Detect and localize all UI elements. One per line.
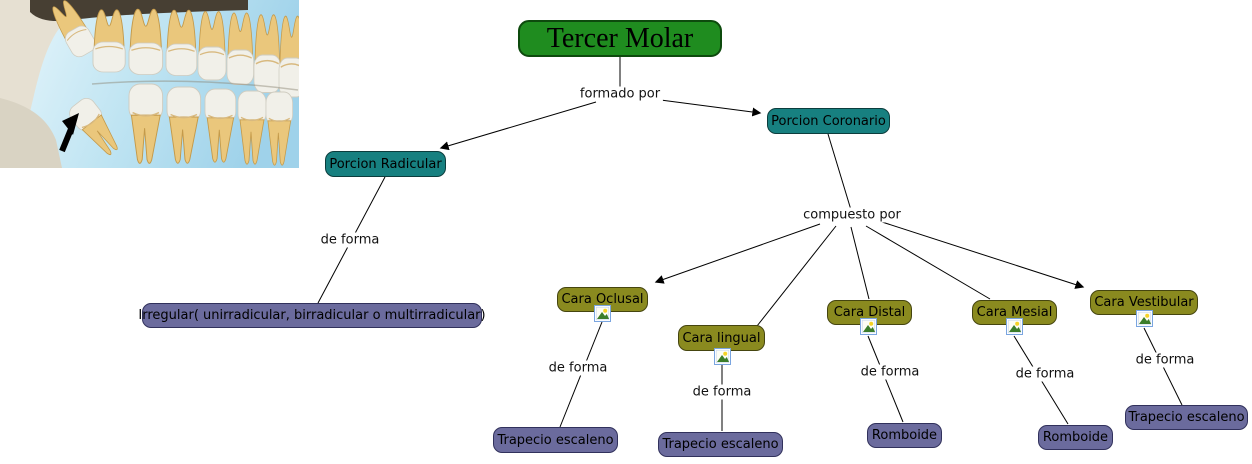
- teeth-photo: [0, 0, 299, 168]
- connector-compuesto-to-lingual: [756, 225, 837, 327]
- connector-compuesto-to-mesial: [865, 225, 991, 300]
- linking-phrase-formado-por: formado por: [576, 86, 664, 102]
- arrow-icon: [59, 113, 79, 153]
- connector-compuesto-to-oclusal: [654, 223, 821, 284]
- linking-phrase-de-forma-mesial: de forma: [1012, 366, 1078, 382]
- linking-phrase-de-forma-radicular: de forma: [317, 232, 383, 248]
- connector-compuesto-to-distal: [850, 226, 870, 300]
- linking-phrase-de-forma-lingual: de forma: [689, 384, 755, 400]
- image-attachment-icon[interactable]: [594, 305, 611, 322]
- node-romboide-mesial[interactable]: Romboide: [1038, 425, 1113, 450]
- image-attachment-icon[interactable]: [860, 318, 877, 335]
- connector-formado-to-coronario: [652, 98, 762, 117]
- node-trapecio-escaleno-lingual[interactable]: Trapecio escaleno: [658, 432, 783, 457]
- node-cara-vestibular[interactable]: Cara Vestibular: [1090, 290, 1198, 315]
- linking-phrase-de-forma-distal: de forma: [857, 364, 923, 380]
- node-romboide-distal[interactable]: Romboide: [867, 423, 942, 448]
- node-trapecio-escaleno-oclusal[interactable]: Trapecio escaleno: [493, 427, 618, 453]
- linking-phrase-de-forma-oclusal: de forma: [545, 360, 611, 376]
- node-porcion-radicular[interactable]: Porcion Radicular: [325, 151, 446, 177]
- linking-phrase-de-forma-vestibular: de forma: [1132, 352, 1198, 368]
- connector-formado-to-radicular: [439, 101, 597, 151]
- connector-coronario-to-compuesto: [827, 133, 852, 211]
- image-attachment-icon[interactable]: [714, 348, 731, 365]
- node-cara-lingual[interactable]: Cara lingual: [678, 325, 765, 351]
- node-irregular[interactable]: Irregular( unirradicular, birradicular o…: [138, 303, 486, 328]
- node-tercer-molar[interactable]: Tercer Molar: [518, 20, 722, 57]
- node-trapecio-escaleno-vestibular[interactable]: Trapecio escaleno: [1125, 405, 1248, 430]
- connector-compuesto-to-vestibular: [881, 221, 1085, 289]
- image-attachment-icon[interactable]: [1006, 318, 1023, 335]
- node-porcion-coronario[interactable]: Porcion Coronario: [767, 108, 890, 134]
- image-attachment-icon[interactable]: [1136, 310, 1153, 327]
- linking-phrase-compuesto-por: compuesto por: [800, 207, 904, 223]
